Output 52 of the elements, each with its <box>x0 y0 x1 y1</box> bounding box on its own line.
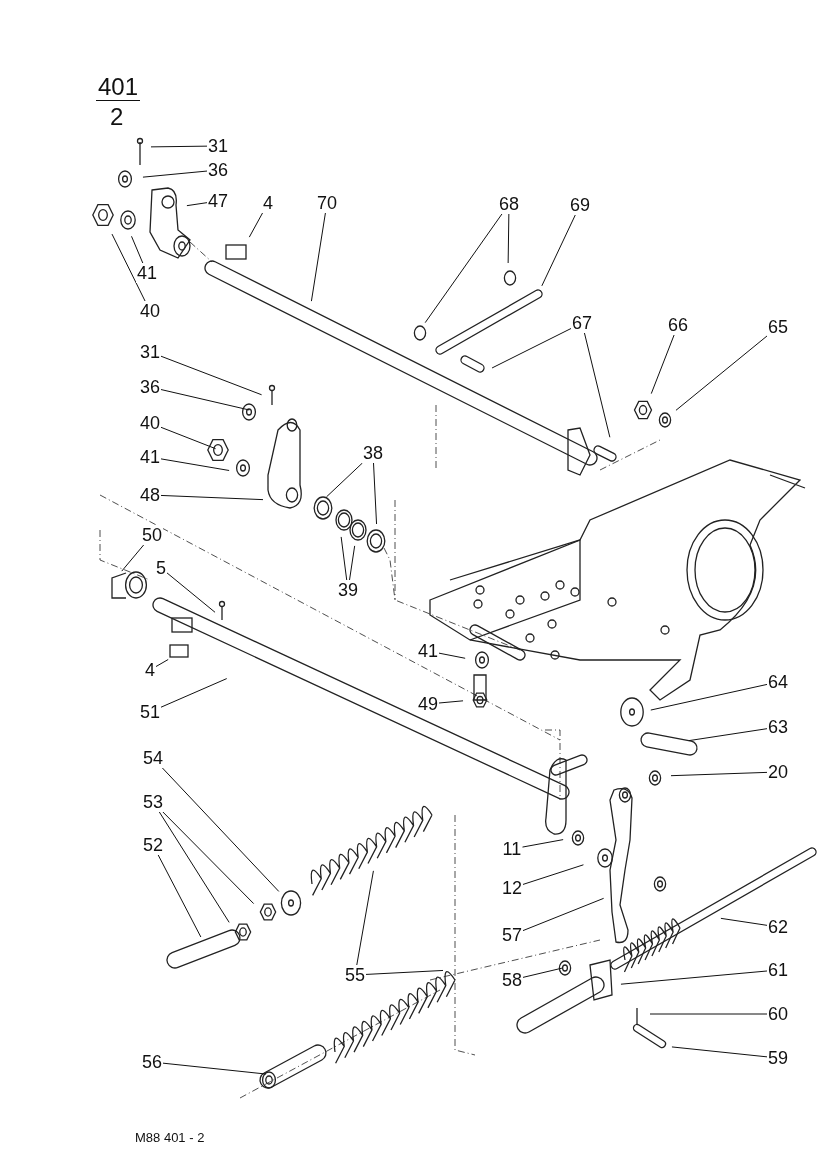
leader-line <box>675 335 768 411</box>
leader-line <box>438 700 464 704</box>
leader-line <box>155 659 169 668</box>
leader-line <box>522 967 563 978</box>
leader-line <box>438 652 466 659</box>
leader-line <box>340 536 348 581</box>
leader-line <box>541 214 576 287</box>
leader-line <box>688 728 768 742</box>
leader-line <box>620 970 768 985</box>
leader-line <box>583 332 611 438</box>
leader-line <box>649 1013 768 1015</box>
leader-line <box>424 213 503 324</box>
leader-line <box>650 683 768 711</box>
leader-line <box>671 1046 768 1058</box>
leader-line <box>131 235 144 264</box>
leader-line <box>142 170 208 178</box>
leader-line <box>160 389 250 411</box>
callout-number: 41 <box>136 263 159 283</box>
leader-line <box>349 545 356 581</box>
leader-line <box>507 213 510 264</box>
leader-line <box>162 811 255 905</box>
figure-number: 2 <box>110 104 124 130</box>
leader-line <box>522 897 605 932</box>
leader-line <box>160 426 217 450</box>
leader-line <box>310 212 326 302</box>
leader-line <box>158 811 230 923</box>
leader-line <box>157 854 202 938</box>
leader-line <box>326 462 363 498</box>
leader-line <box>522 864 584 885</box>
callout-number: 38 <box>362 443 385 463</box>
leader-line <box>160 355 263 396</box>
leader-line <box>522 839 564 848</box>
leader-line <box>373 462 378 525</box>
leader-line <box>356 870 374 966</box>
leader-line <box>491 328 572 369</box>
leader-line <box>186 202 208 207</box>
figure-number: 401 <box>96 74 141 101</box>
leader-line <box>166 572 216 613</box>
leader-line <box>670 771 768 777</box>
leader-line <box>121 544 145 572</box>
drawing-reference: M88 401 - 2 <box>135 1130 205 1145</box>
leader-line <box>720 917 768 926</box>
leader-line <box>248 212 263 238</box>
leader-line <box>150 145 208 148</box>
leader-line <box>161 767 280 892</box>
leader-line <box>160 458 230 471</box>
leader-line <box>162 1062 267 1075</box>
leader-line <box>365 969 444 975</box>
leader-line <box>650 334 675 395</box>
leader-line <box>111 233 146 302</box>
leader-line <box>160 678 228 708</box>
leader-line <box>160 494 264 501</box>
